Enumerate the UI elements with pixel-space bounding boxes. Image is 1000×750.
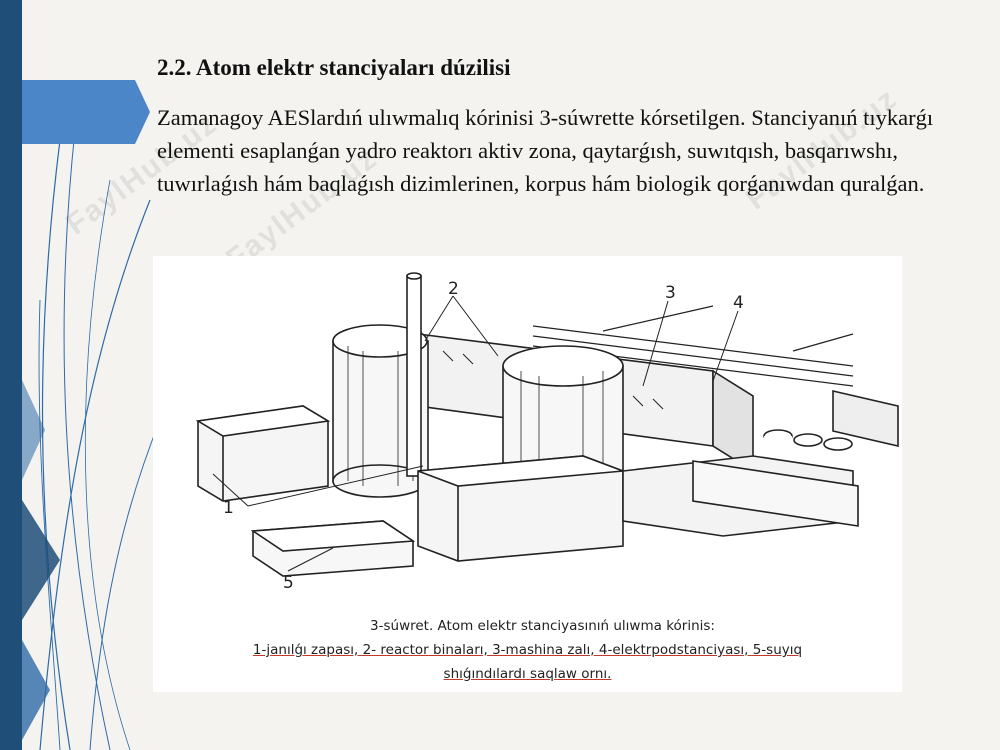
figure-caption: 3-súwret. Atom elektr stanciyasınıń ulıw… [153,614,902,686]
label-2: 2 [448,279,459,299]
caption-line-1: 3-súwret. Atom elektr stanciyasınıń ulıw… [370,618,715,634]
label-4: 4 [733,293,744,313]
label-5: 5 [283,573,294,593]
slide-title: 2.2. Atom elektr stanciyaları dúzilisi [157,55,511,80]
caption-line-3: shıǵındılardı saqlaw ornı. [443,666,612,682]
slide-paragraph: Zamanagoy AESlardıń ulıwmalıq kórinisi 3… [157,105,934,196]
plant-drawing: 2 3 4 1 5 [195,272,899,593]
label-3: 3 [665,283,676,303]
label-1: 1 [223,498,234,518]
caption-line-2: 1-janılǵı zapası, 2- reactor binaları, 3… [252,642,803,658]
left-accent-bar [0,0,22,750]
plant-figure: 2 3 4 1 5 3-súwret. Atom elektr stanciya… [153,256,902,692]
decorative-curves [22,129,161,750]
